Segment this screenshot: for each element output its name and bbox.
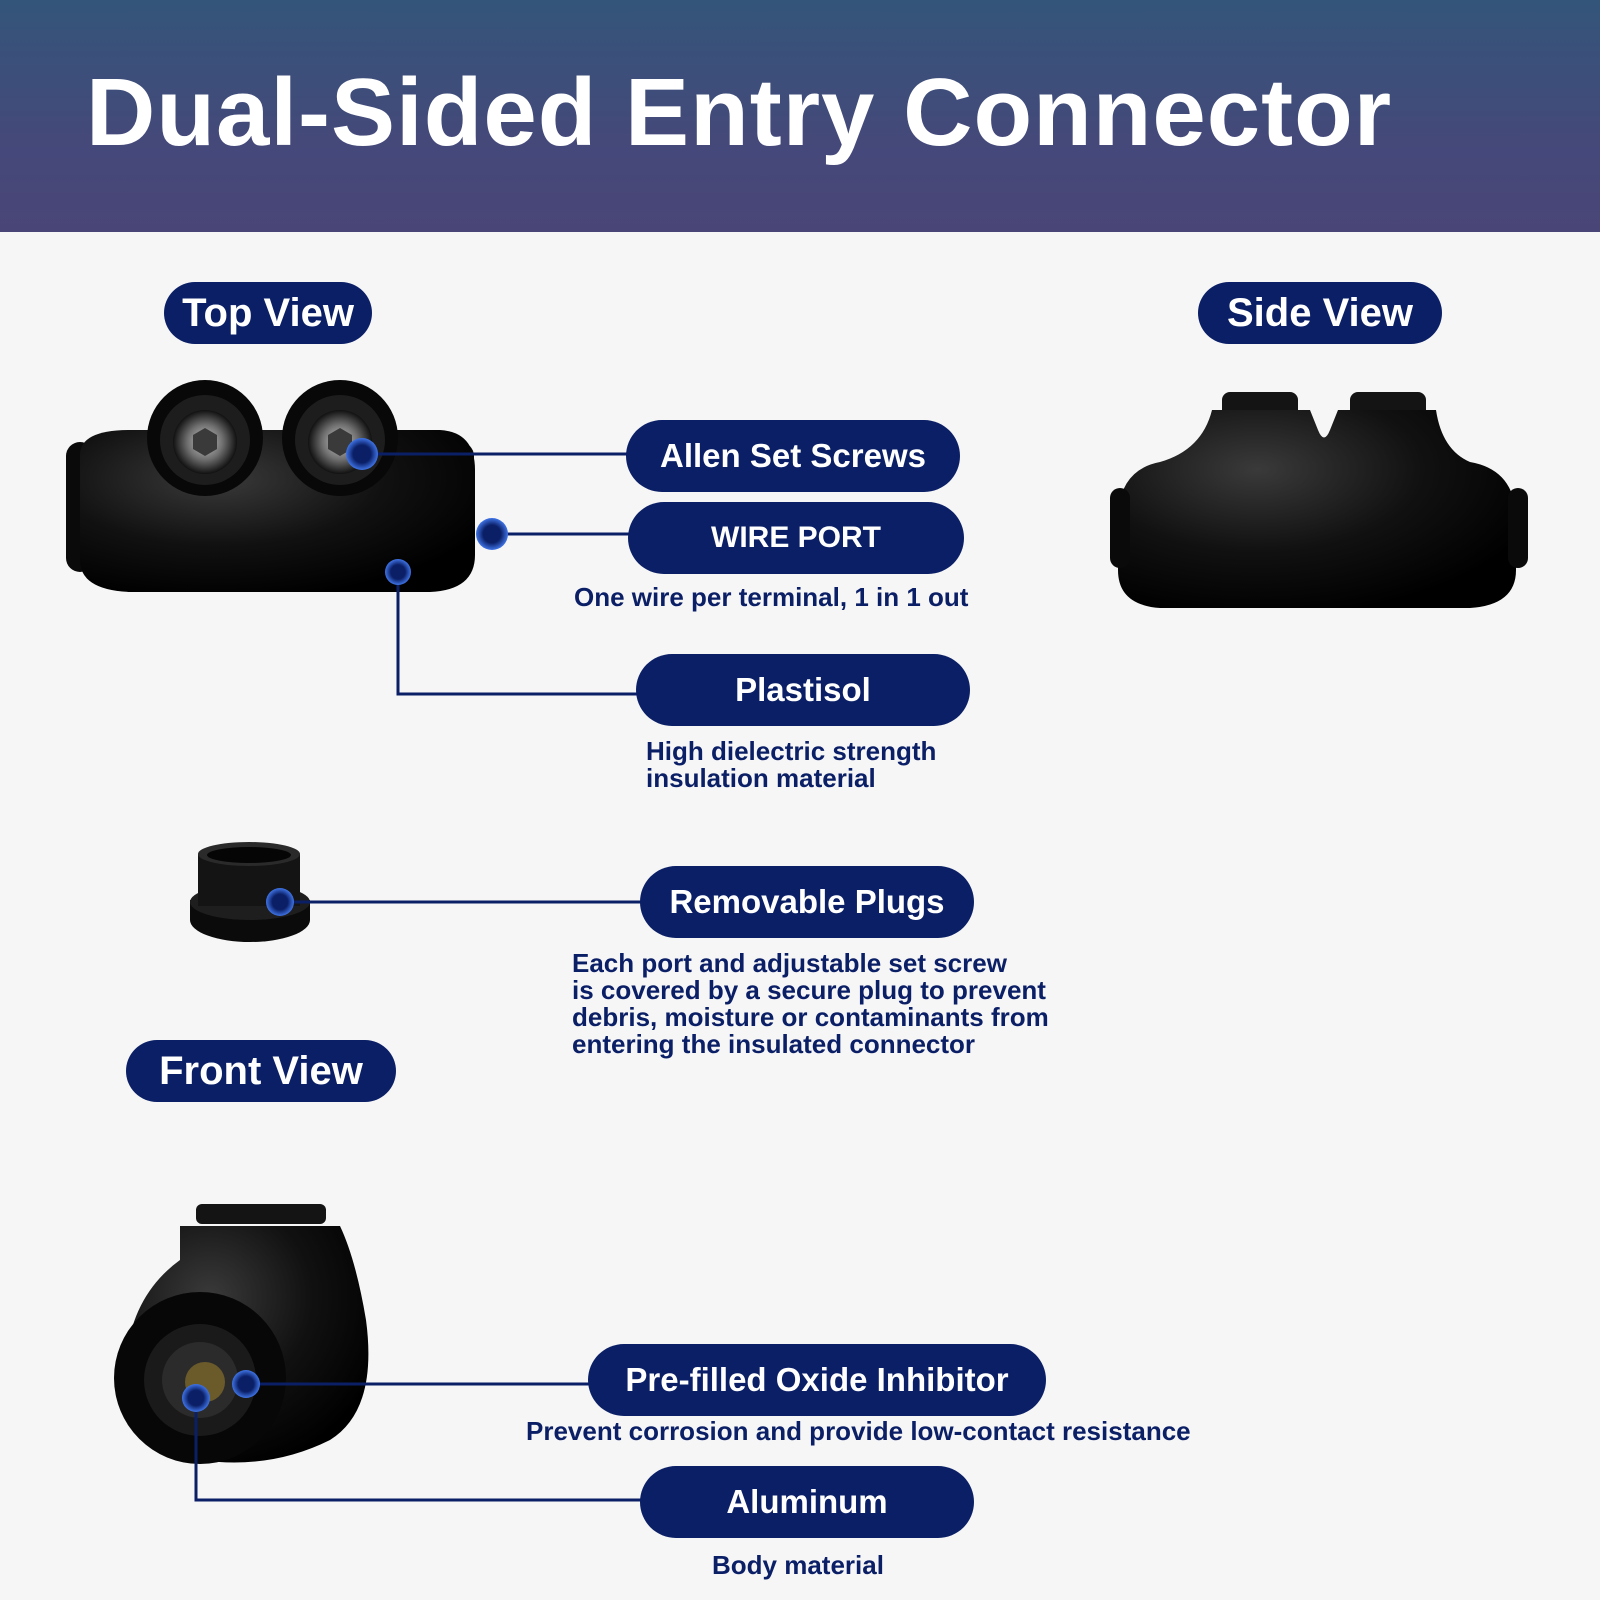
plugs-desc-line: is covered by a secure plug to prevent — [572, 975, 1046, 1005]
page-title: Dual-Sided Entry Connector — [86, 59, 1393, 166]
marker-allen-screws — [346, 438, 378, 470]
plugs-desc-line: entering the insulated connector — [572, 1029, 976, 1059]
feature-markers — [182, 438, 508, 1412]
front-view-label: Front View — [126, 1040, 396, 1102]
front-view-connector — [114, 1204, 369, 1464]
wire-port-description: One wire per terminal, 1 in 1 out — [574, 582, 969, 612]
marker-aluminum — [182, 1384, 210, 1412]
oxide-inhibitor-description: Prevent corrosion and provide low-contac… — [526, 1416, 1191, 1446]
plastisol-desc-line: insulation material — [646, 763, 876, 793]
plastisol-label: Plastisol — [636, 654, 970, 726]
marker-plastisol — [385, 559, 411, 585]
marker-oxide-inhibitor — [232, 1370, 260, 1398]
header-banner: Dual-Sided Entry Connector — [0, 0, 1600, 232]
plastisol-description: High dielectric strength insulation mate… — [646, 738, 936, 792]
leader-lines — [194, 452, 644, 1502]
marker-plugs — [266, 888, 294, 916]
side-view-connector — [1110, 392, 1528, 608]
marker-wire-port — [476, 518, 508, 550]
allen-set-screws-label: Allen Set Screws — [626, 420, 960, 492]
plastisol-desc-line: High dielectric strength — [646, 736, 937, 766]
top-view-connector — [66, 380, 475, 592]
aluminum-description: Body material — [712, 1550, 884, 1580]
removable-plug — [190, 842, 310, 942]
top-view-label: Top View — [164, 282, 372, 344]
side-view-label: Side View — [1198, 282, 1442, 344]
removable-plugs-label: Removable Plugs — [640, 866, 974, 938]
oxide-inhibitor-label: Pre-filled Oxide Inhibitor — [588, 1344, 1046, 1416]
wire-port-label: WIRE PORT — [628, 502, 964, 574]
removable-plugs-description: Each port and adjustable set screw is co… — [572, 950, 1049, 1058]
plugs-desc-line: debris, moisture or contaminants from — [572, 1002, 1049, 1032]
plugs-desc-line: Each port and adjustable set screw — [572, 948, 1007, 978]
aluminum-label: Aluminum — [640, 1466, 974, 1538]
